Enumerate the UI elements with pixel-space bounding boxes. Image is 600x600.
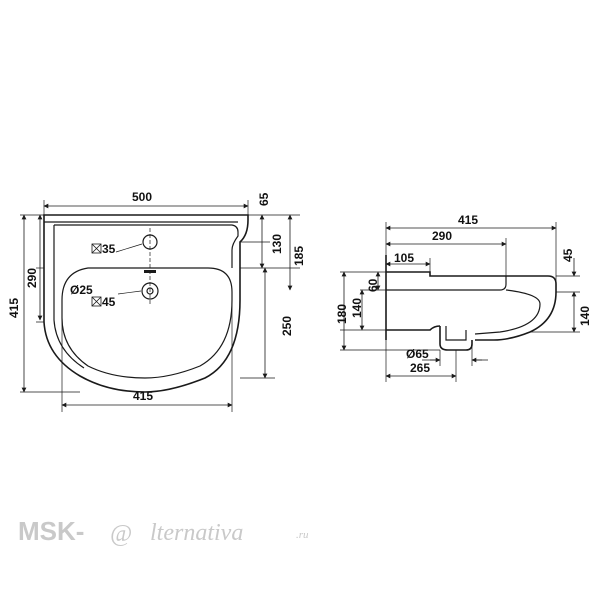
side-dim-drain-offset: 265 bbox=[410, 361, 430, 375]
watermark-at: @ bbox=[110, 521, 132, 547]
front-inner-deck bbox=[54, 224, 239, 268]
drain-leader bbox=[117, 290, 142, 295]
side-dim-drain-diameter: Ø65 bbox=[406, 347, 429, 361]
front-outer-outline bbox=[43, 214, 249, 393]
side-dim-body-height: 140 bbox=[350, 298, 364, 318]
side-dim-depth-total: 415 bbox=[458, 213, 478, 227]
tap-square-label: 35 bbox=[91, 242, 116, 256]
watermark-prefix: MSK- bbox=[18, 516, 84, 546]
side-dim-rim-height: 60 bbox=[366, 278, 380, 292]
tap-leader bbox=[115, 243, 143, 253]
side-dim-depth-body: 290 bbox=[432, 229, 452, 243]
side-view: 415 290 105 45 140 180 140 60 Ø65 bbox=[335, 213, 592, 382]
watermark-name: lternativa bbox=[150, 520, 243, 546]
side-bowl-interior bbox=[474, 289, 541, 335]
drain-square-label: 45 bbox=[91, 295, 116, 309]
front-rim-left bbox=[53, 225, 85, 369]
side-body-bottom bbox=[386, 325, 441, 331]
drain-square-value: 45 bbox=[102, 295, 116, 309]
dim-back-offset: 65 bbox=[257, 192, 271, 206]
dim-bowl-start: 185 bbox=[292, 246, 306, 266]
front-view: 35 Ø25 45 500 65 130 185 250 415 bbox=[7, 190, 306, 412]
front-inner-bowl bbox=[61, 267, 233, 379]
side-top-rim bbox=[386, 271, 557, 292]
dim-height-total: 415 bbox=[7, 298, 21, 318]
side-dim-front-height: 45 bbox=[561, 248, 575, 262]
side-dim-rim-depth: 105 bbox=[394, 251, 414, 265]
watermark-logo: MSK- @ lternativa .ru bbox=[18, 516, 309, 547]
side-body-upper bbox=[386, 276, 507, 291]
tap-square-value: 35 bbox=[102, 242, 116, 256]
side-drain bbox=[439, 326, 473, 351]
drain-diameter-label: Ø25 bbox=[70, 283, 93, 297]
dim-width-top: 500 bbox=[132, 190, 152, 204]
dim-tap-zone-height: 290 bbox=[25, 268, 39, 288]
side-front-curve bbox=[475, 291, 557, 341]
dim-tap-to-edge: 130 bbox=[270, 234, 284, 254]
dim-bowl-width: 415 bbox=[133, 389, 153, 403]
watermark-tld: .ru bbox=[296, 529, 309, 541]
side-drain-inner bbox=[445, 326, 467, 341]
side-dim-height-total: 180 bbox=[335, 304, 349, 324]
side-dim-front-body-height: 140 bbox=[578, 306, 592, 326]
dim-bowl-depth: 250 bbox=[280, 316, 294, 336]
